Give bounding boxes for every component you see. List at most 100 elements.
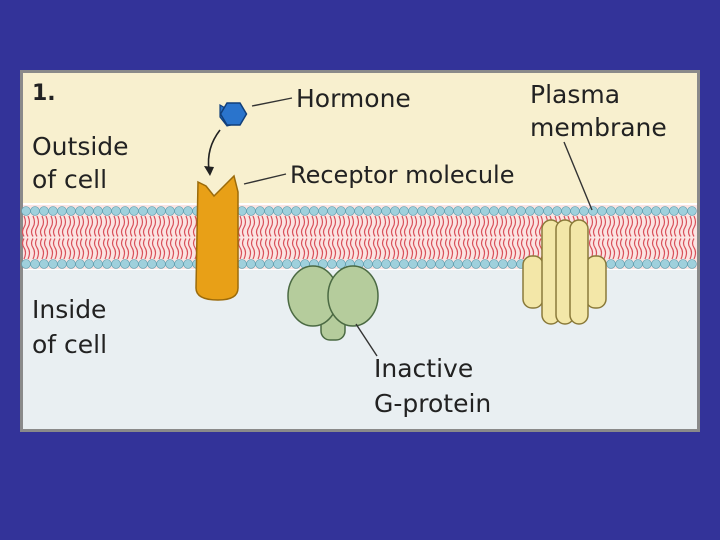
lipid-head	[570, 206, 580, 216]
lipid-tail	[678, 238, 684, 260]
lipid-tail	[88, 215, 94, 237]
lipid-tail	[322, 238, 328, 260]
lipid-tail	[25, 215, 31, 237]
lipid-tail	[70, 215, 76, 237]
lipid-tail	[84, 215, 90, 237]
lipid-head	[624, 206, 634, 216]
lipid-tail	[354, 215, 360, 237]
lipid-tail	[268, 238, 274, 260]
lipid-tail	[358, 238, 364, 260]
outside-label-line1: Outside	[32, 132, 129, 161]
lipid-head	[282, 259, 292, 269]
lipid-tail	[165, 238, 171, 260]
lipid-tail	[318, 238, 324, 260]
lipid-head	[606, 206, 616, 216]
lipid-head	[57, 206, 67, 216]
lipid-tail	[516, 238, 522, 260]
lipid-tail	[439, 238, 445, 260]
lipid-tail	[142, 215, 148, 237]
lipid-tail	[349, 238, 355, 260]
plasma-label-line1: Plasma	[530, 80, 620, 109]
lipid-head	[669, 206, 679, 216]
lipid-tail	[354, 238, 360, 260]
lipid-head	[624, 259, 634, 269]
lipid-tail	[340, 238, 346, 260]
lipid-tail	[250, 215, 256, 237]
lipid-tail	[430, 238, 436, 260]
hormone-hexagon	[219, 102, 248, 126]
lipid-tail	[624, 238, 630, 260]
lipid-head	[300, 206, 310, 216]
lipid-tail	[597, 215, 603, 237]
lipid-head	[237, 206, 247, 216]
lipid-head	[579, 206, 589, 216]
signal-transduction-diagram: 1. Outside of cell Hormone Receptor mole…	[20, 70, 700, 432]
lipid-tail	[88, 238, 94, 260]
lipid-tail	[295, 215, 301, 237]
lipid-head	[615, 259, 625, 269]
g-protein	[287, 265, 379, 341]
lipid-tail	[597, 238, 603, 260]
lipid-tail	[448, 215, 454, 237]
lipid-tail	[651, 215, 657, 237]
lipid-tail	[174, 238, 180, 260]
lipid-tail	[403, 238, 409, 260]
lipid-tail	[178, 215, 184, 237]
lipid-tail	[660, 238, 666, 260]
lipid-tail	[313, 215, 319, 237]
lipid-head	[138, 206, 148, 216]
lipid-tail	[183, 238, 189, 260]
lipid-head	[30, 206, 40, 216]
lipid-head	[354, 206, 364, 216]
lipid-tail	[619, 215, 625, 237]
lipid-tail	[43, 215, 49, 237]
lipid-head	[687, 206, 697, 216]
figure-frame: 1. Outside of cell Hormone Receptor mole…	[20, 70, 700, 432]
lipid-tail	[102, 215, 108, 237]
lipid-head	[660, 259, 670, 269]
lipid-head	[102, 206, 112, 216]
lipid-tail	[291, 215, 297, 237]
lipid-head	[147, 259, 157, 269]
lipid-tail	[25, 238, 31, 260]
lipid-tail	[138, 215, 144, 237]
lipid-tail	[340, 215, 346, 237]
lipid-tail	[493, 215, 499, 237]
lipid-head	[165, 206, 175, 216]
lipid-tail	[52, 215, 58, 237]
lipid-tail	[291, 238, 297, 260]
lipid-tail	[106, 238, 112, 260]
hormone-leader	[251, 97, 293, 107]
lipid-tail	[673, 215, 679, 237]
lipid-tail	[250, 238, 256, 260]
lipid-tail	[385, 215, 391, 237]
lipid-head	[651, 206, 661, 216]
lipid-tail	[349, 215, 355, 237]
lipid-tail	[592, 215, 598, 237]
lipid-tail	[615, 215, 621, 237]
lipid-tail	[93, 238, 99, 260]
lipid-head	[390, 259, 400, 269]
lipid-tail	[169, 238, 175, 260]
lipid-head	[408, 206, 418, 216]
lipid-tail	[111, 215, 117, 237]
lipid-head	[597, 206, 607, 216]
lipid-head	[246, 206, 256, 216]
lipid-tail	[304, 215, 310, 237]
lipid-head	[561, 206, 571, 216]
lipid-tail	[129, 238, 135, 260]
lipid-head	[399, 206, 409, 216]
figure-border	[20, 70, 700, 432]
lipid-tail	[295, 238, 301, 260]
lipid-head	[489, 206, 499, 216]
lipid-head	[264, 206, 274, 216]
lipid-head	[111, 206, 121, 216]
lipid-tail	[286, 238, 292, 260]
lipid-tail	[430, 215, 436, 237]
lipid-tail	[327, 238, 333, 260]
lipid-head	[39, 259, 49, 269]
receptor-label: Receptor molecule	[290, 161, 514, 189]
lipid-head	[273, 206, 283, 216]
lipid-head	[534, 206, 544, 216]
lipid-head	[138, 259, 148, 269]
